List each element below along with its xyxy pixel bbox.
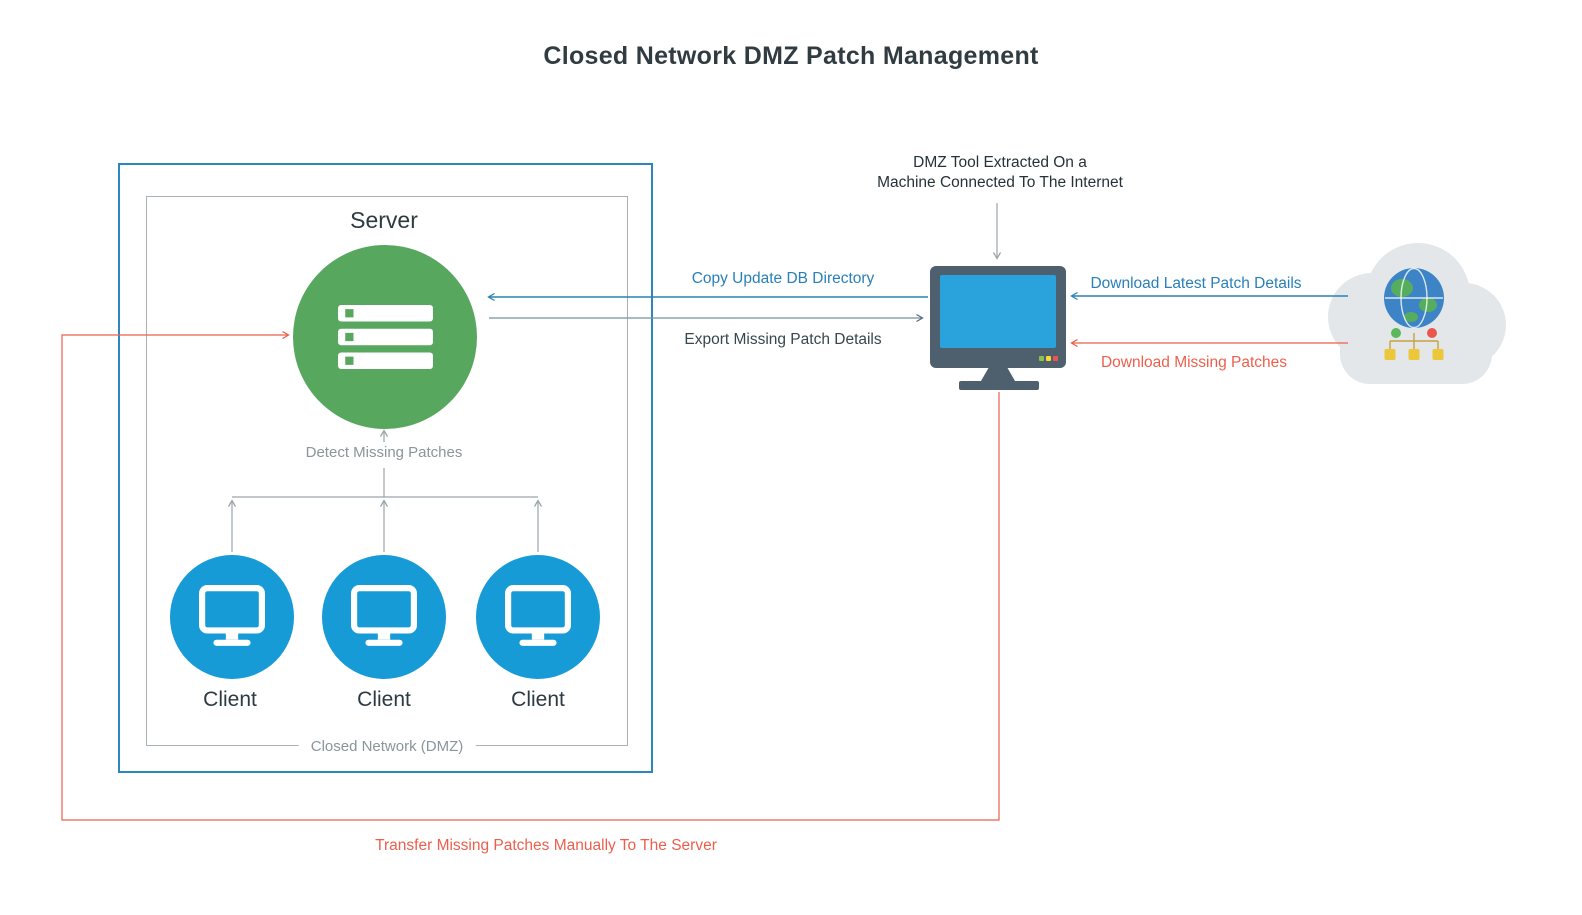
diagram-title: Closed Network DMZ Patch Management [543, 42, 1039, 70]
internet-cloud-icon [1328, 243, 1506, 384]
monitor-stand-neck [981, 368, 1015, 381]
download-latest-label: Download Latest Patch Details [1090, 275, 1302, 292]
client-label: Client [203, 688, 257, 711]
dmz-machine-monitor-icon [930, 266, 1066, 368]
network-icon [1384, 328, 1444, 360]
client-node [322, 555, 446, 679]
client-monitor-icon [351, 585, 417, 646]
closed-network-dmz-label: Closed Network (DMZ) [298, 738, 476, 755]
client-monitor-icon [199, 585, 265, 646]
server-node [293, 245, 477, 429]
client-monitor-icon [505, 585, 571, 646]
transfer-manual-label: Transfer Missing Patches Manually To The… [375, 837, 717, 854]
client-label: Client [511, 688, 565, 711]
monitor-stand-base [959, 381, 1039, 390]
detect-missing-patches-label: Detect Missing Patches [305, 444, 463, 461]
globe-icon [1384, 267, 1444, 329]
server-icon [337, 305, 433, 369]
client-label: Client [357, 688, 411, 711]
monitor-led-yellow [1046, 356, 1051, 361]
dmz-machine-caption: DMZ Tool Extracted On a Machine Connecte… [877, 154, 1123, 191]
export-missing-label: Export Missing Patch Details [684, 331, 882, 348]
monitor-screen [940, 275, 1056, 348]
client-node [170, 555, 294, 679]
copy-update-db-label: Copy Update DB Directory [691, 270, 875, 287]
server-label: Server [350, 207, 418, 233]
download-missing-label: Download Missing Patches [1100, 354, 1288, 371]
monitor-led-red [1053, 356, 1058, 361]
client-node [476, 555, 600, 679]
monitor-led-green [1039, 356, 1044, 361]
